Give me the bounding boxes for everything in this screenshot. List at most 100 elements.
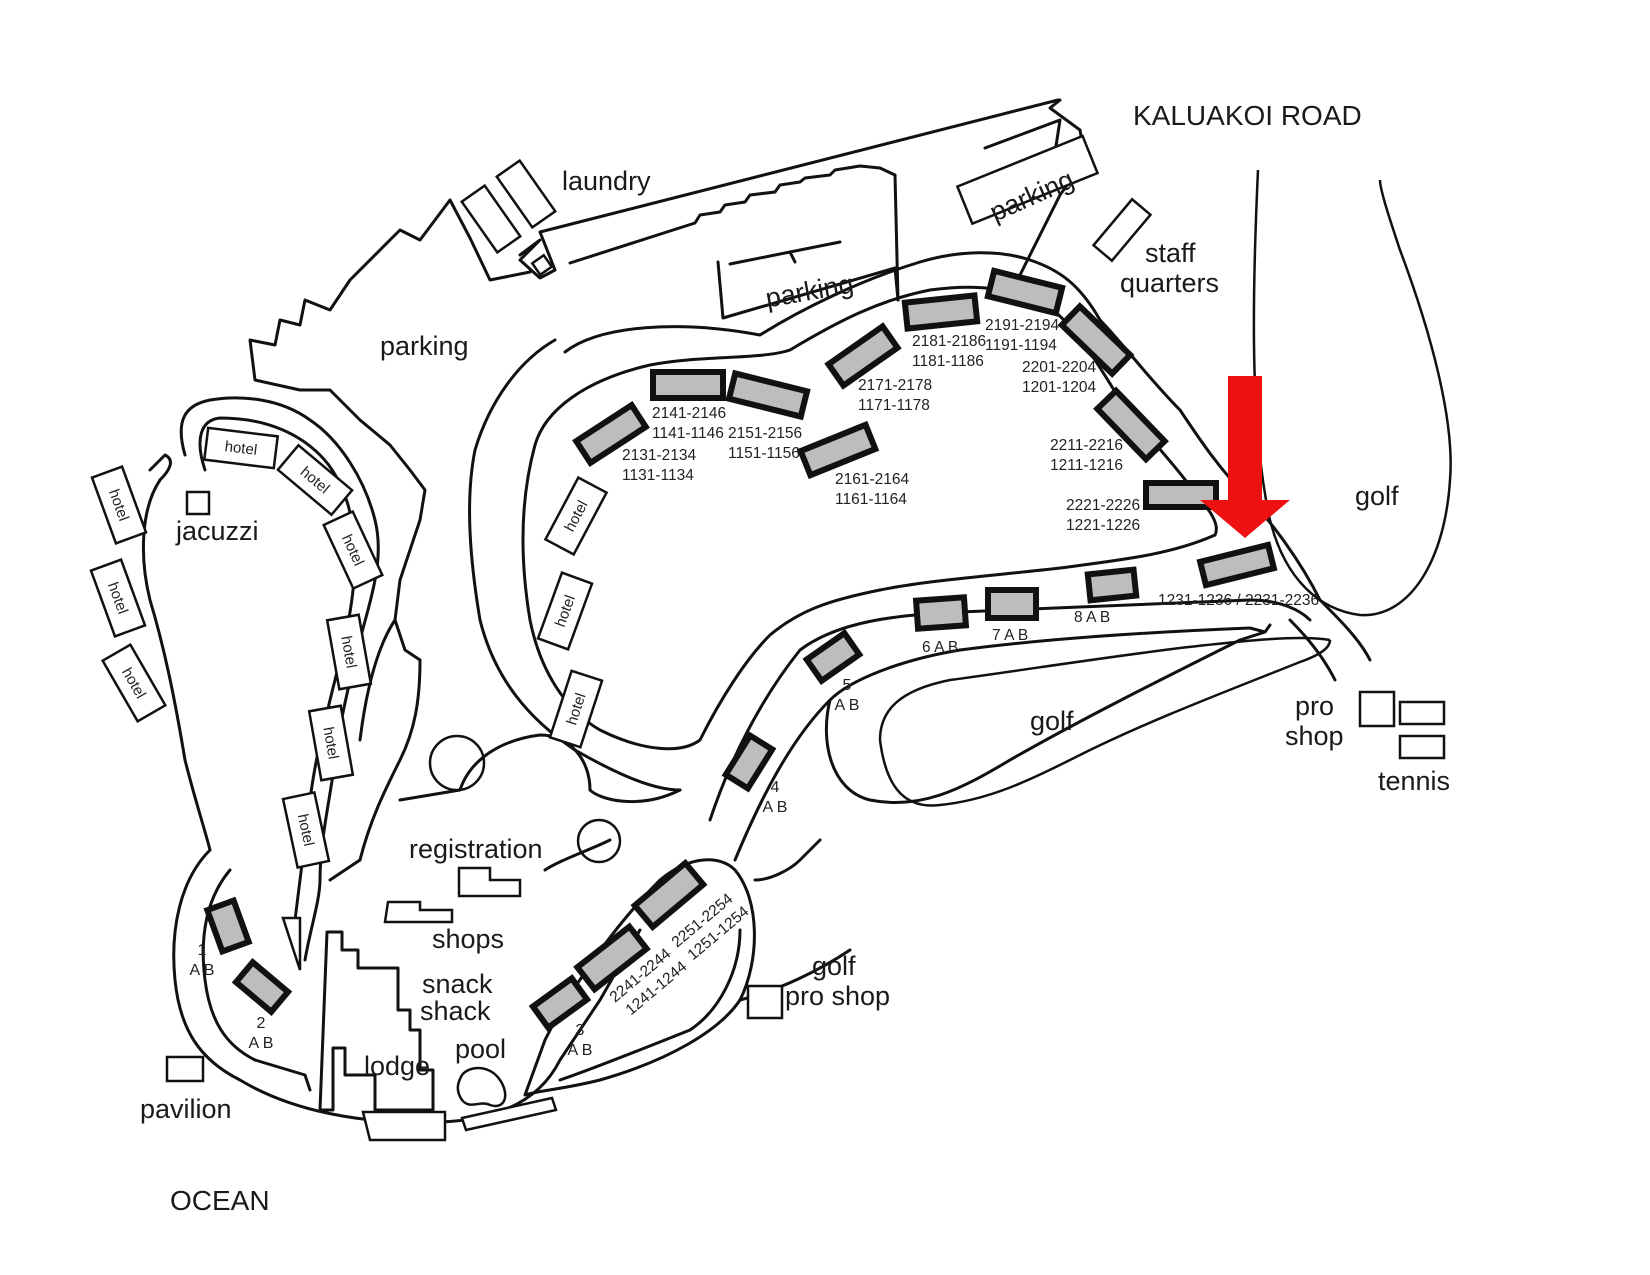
road-network xyxy=(141,98,1372,1124)
hotel-8: hotel xyxy=(89,558,147,638)
svg-text:3: 3 xyxy=(576,1022,585,1039)
svg-text:1141-1146: 1141-1146 xyxy=(652,425,724,442)
golf-pro-shop-label-1: golf xyxy=(812,951,856,981)
svg-text:2191-2194: 2191-2194 xyxy=(985,317,1060,334)
svg-text:2181-2186: 2181-2186 xyxy=(912,333,986,350)
svg-text:2211-2216: 2211-2216 xyxy=(1050,437,1123,454)
tennis-label: tennis xyxy=(1378,766,1450,796)
hotel-2: hotel xyxy=(276,443,354,517)
unit-2171 xyxy=(824,322,902,390)
shops-label: shops xyxy=(432,924,504,954)
unit-3ab xyxy=(528,974,592,1032)
unit-labels: 2131-2134 1131-1134 2141-2146 1141-1146 … xyxy=(190,317,1320,1059)
golf-center-label: golf xyxy=(1030,706,1074,736)
unit-2241 xyxy=(573,922,651,994)
hotel-4: hotel xyxy=(325,613,373,691)
unit-8ab xyxy=(1084,566,1140,604)
ocean-label: OCEAN xyxy=(170,1185,270,1216)
svg-text:hotel: hotel xyxy=(319,726,341,761)
golf-course-east xyxy=(1252,169,1452,617)
jacuzzi-label: jacuzzi xyxy=(175,516,259,546)
pro-shop-label-2: shop xyxy=(1285,721,1344,751)
svg-text:8 A B: 8 A B xyxy=(1074,609,1110,626)
unit-2151 xyxy=(725,369,811,421)
svg-text:4: 4 xyxy=(771,779,780,796)
unit-2161 xyxy=(796,420,880,480)
svg-text:2: 2 xyxy=(257,1015,266,1032)
golf-course-center xyxy=(878,636,1332,807)
unit-2211 xyxy=(1093,386,1169,464)
hotel-11: hotel xyxy=(536,571,594,651)
svg-text:1231-1236 / 2231-2236: 1231-1236 / 2231-2236 xyxy=(1158,592,1319,609)
unit-4ab xyxy=(721,731,777,793)
svg-text:1201-1204: 1201-1204 xyxy=(1022,379,1097,396)
snack-shack-label-1: snack xyxy=(422,969,493,999)
registration-label: registration xyxy=(409,834,543,864)
svg-text:1171-1178: 1171-1178 xyxy=(858,397,930,414)
svg-text:2141-2146: 2141-2146 xyxy=(652,405,726,422)
hotel-10: hotel xyxy=(543,475,609,557)
staff-quarters-label-1: staff xyxy=(1145,238,1196,268)
snack-shack-label-2: shack xyxy=(420,996,491,1026)
unit-2141 xyxy=(650,369,726,401)
hotel-9: hotel xyxy=(100,642,168,724)
unit-2191 xyxy=(984,267,1066,317)
svg-text:hotel: hotel xyxy=(224,438,258,459)
svg-text:A B: A B xyxy=(763,799,788,816)
svg-text:A B: A B xyxy=(249,1035,274,1052)
golf-east-label: golf xyxy=(1355,481,1399,511)
svg-text:A B: A B xyxy=(190,962,215,979)
place-labels: KALUAKOI ROAD laundry parking parking pa… xyxy=(140,100,1450,1216)
svg-text:1181-1186: 1181-1186 xyxy=(912,353,984,370)
unit-2181 xyxy=(901,292,981,332)
golf-pro-shop-label-2: pro shop xyxy=(785,981,890,1011)
unit-1ab xyxy=(203,896,253,956)
svg-text:A B: A B xyxy=(568,1042,593,1059)
svg-text:A B: A B xyxy=(835,697,860,714)
svg-text:6 A B: 6 A B xyxy=(922,639,958,656)
lodge-label: lodge xyxy=(364,1051,430,1081)
hotel-3: hotel xyxy=(322,509,384,591)
svg-text:2201-2204: 2201-2204 xyxy=(1022,359,1097,376)
unit-7ab xyxy=(985,587,1039,621)
pool-label: pool xyxy=(455,1034,506,1064)
svg-text:hotel: hotel xyxy=(337,635,359,670)
parking-west-label: parking xyxy=(380,331,469,361)
svg-text:1161-1164: 1161-1164 xyxy=(835,491,907,508)
unit-2201 xyxy=(1057,302,1135,378)
svg-text:2151-2156: 2151-2156 xyxy=(728,425,802,442)
svg-text:5: 5 xyxy=(843,677,852,694)
facility-buildings xyxy=(165,134,1446,1142)
laundry-label: laundry xyxy=(562,166,651,196)
svg-text:1191-1194: 1191-1194 xyxy=(985,337,1057,354)
unit-5ab xyxy=(802,628,864,686)
svg-text:2131-2134: 2131-2134 xyxy=(622,447,697,464)
svg-text:2221-2226: 2221-2226 xyxy=(1066,497,1140,514)
svg-text:1211-1216: 1211-1216 xyxy=(1050,457,1123,474)
unit-6ab xyxy=(912,594,970,632)
kaluakoi-road-label: KALUAKOI ROAD xyxy=(1133,100,1362,131)
svg-text:1221-1226: 1221-1226 xyxy=(1066,517,1140,534)
hotel-5: hotel xyxy=(307,704,355,782)
unit-2ab xyxy=(231,958,293,1016)
location-marker-arrow-icon xyxy=(1200,376,1290,538)
hotel-7: hotel xyxy=(90,465,148,545)
pro-shop-label-1: pro xyxy=(1295,691,1334,721)
hotel-buildings: hotel hotel hotel hotel hotel hotel hote… xyxy=(89,426,609,870)
unit-1231 xyxy=(1196,541,1278,589)
svg-text:1: 1 xyxy=(198,942,207,959)
svg-text:hotel: hotel xyxy=(294,812,317,847)
unit-2131 xyxy=(572,400,650,468)
svg-text:1151-1156: 1151-1156 xyxy=(728,445,800,462)
hotel-12: hotel xyxy=(548,669,604,749)
svg-text:2171-2178: 2171-2178 xyxy=(858,377,932,394)
pavilion-label: pavilion xyxy=(140,1094,232,1124)
svg-text:7 A B: 7 A B xyxy=(992,627,1028,644)
svg-text:2161-2164: 2161-2164 xyxy=(835,471,910,488)
staff-quarters-label-2: quarters xyxy=(1120,268,1219,298)
svg-text:1131-1134: 1131-1134 xyxy=(622,467,694,484)
hotel-6: hotel xyxy=(281,790,331,870)
unit-2251 xyxy=(630,858,708,932)
hotel-1: hotel xyxy=(202,426,280,470)
